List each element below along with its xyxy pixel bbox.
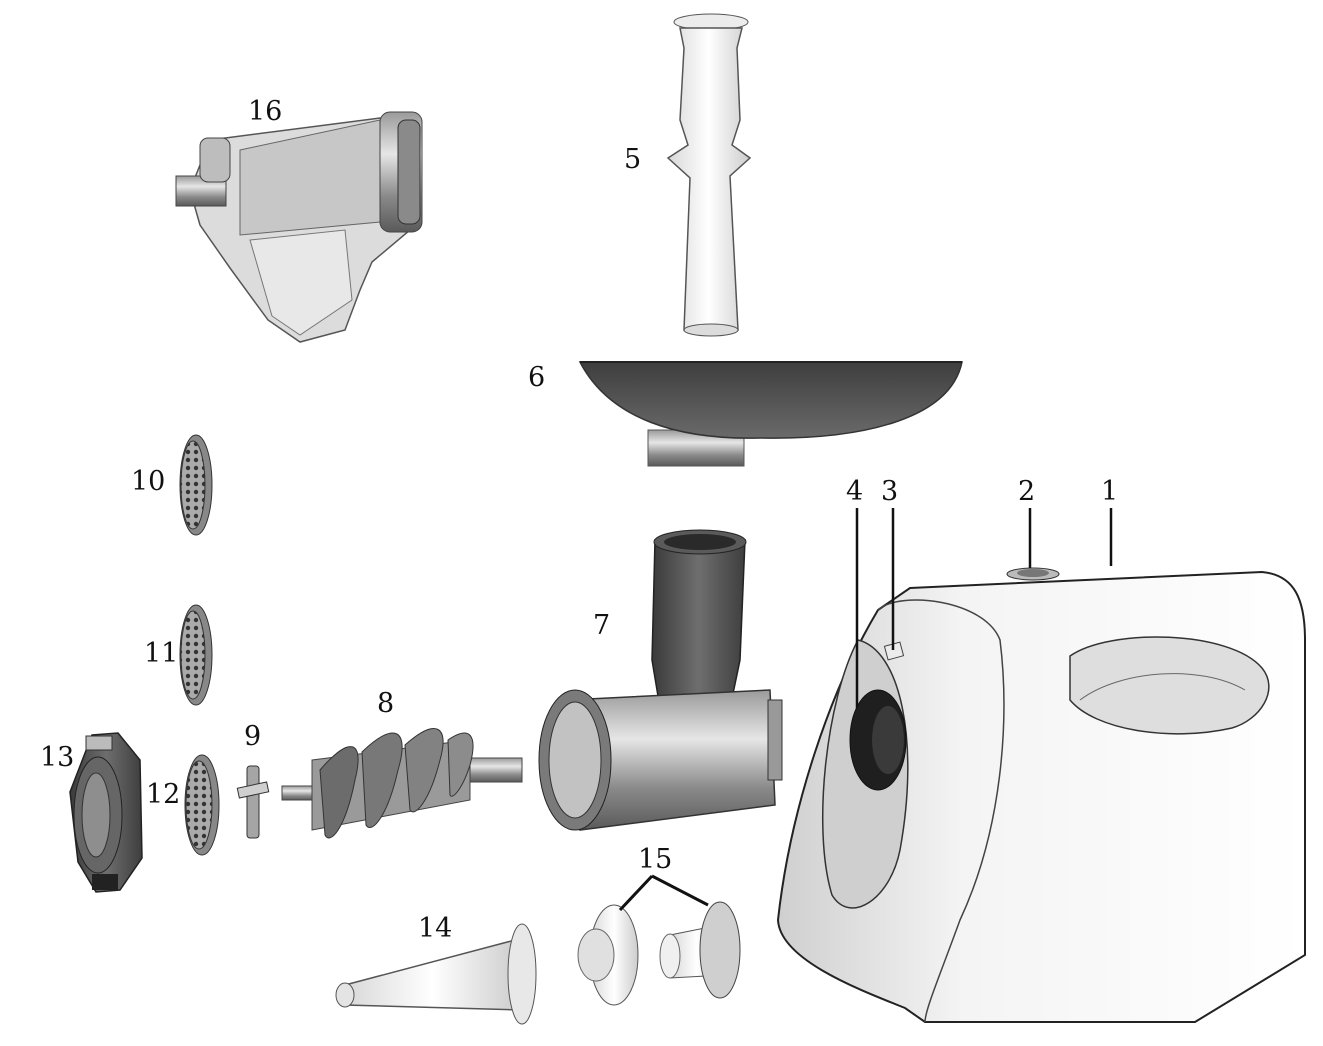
callout-13: 13 <box>40 742 75 773</box>
feeding-tray-6 <box>578 361 963 467</box>
cross-blade-9 <box>236 765 270 839</box>
callout-15: 15 <box>638 844 673 875</box>
cutting-plate-10 <box>179 434 213 536</box>
grinding-head-7 <box>538 529 783 831</box>
callout-3: 3 <box>881 476 899 507</box>
callout-11: 11 <box>144 638 179 669</box>
callout-14: 14 <box>418 913 453 944</box>
callout-5: 5 <box>624 144 642 175</box>
callout-16: 16 <box>248 96 283 127</box>
sausage-kit-15 <box>577 874 741 1006</box>
cutting-plate-12 <box>184 754 220 856</box>
leader-lines <box>855 508 1113 708</box>
cutting-plate-11 <box>179 604 213 706</box>
callout-9: 9 <box>244 721 262 752</box>
sausage-tube-14 <box>335 923 537 1025</box>
motor-housing-1 <box>776 567 1306 1023</box>
callout-1: 1 <box>1101 476 1119 507</box>
callout-4: 4 <box>846 476 864 507</box>
callout-8: 8 <box>377 688 395 719</box>
kubbe-attachment-16 <box>175 111 423 343</box>
callout-10: 10 <box>131 466 166 497</box>
ring-nut-13 <box>69 732 143 893</box>
callout-2: 2 <box>1018 476 1036 507</box>
callout-12: 12 <box>146 779 181 810</box>
callout-7: 7 <box>593 610 611 641</box>
callout-6: 6 <box>528 362 546 393</box>
food-pusher-5 <box>666 13 752 337</box>
worm-screw-8 <box>281 728 523 839</box>
